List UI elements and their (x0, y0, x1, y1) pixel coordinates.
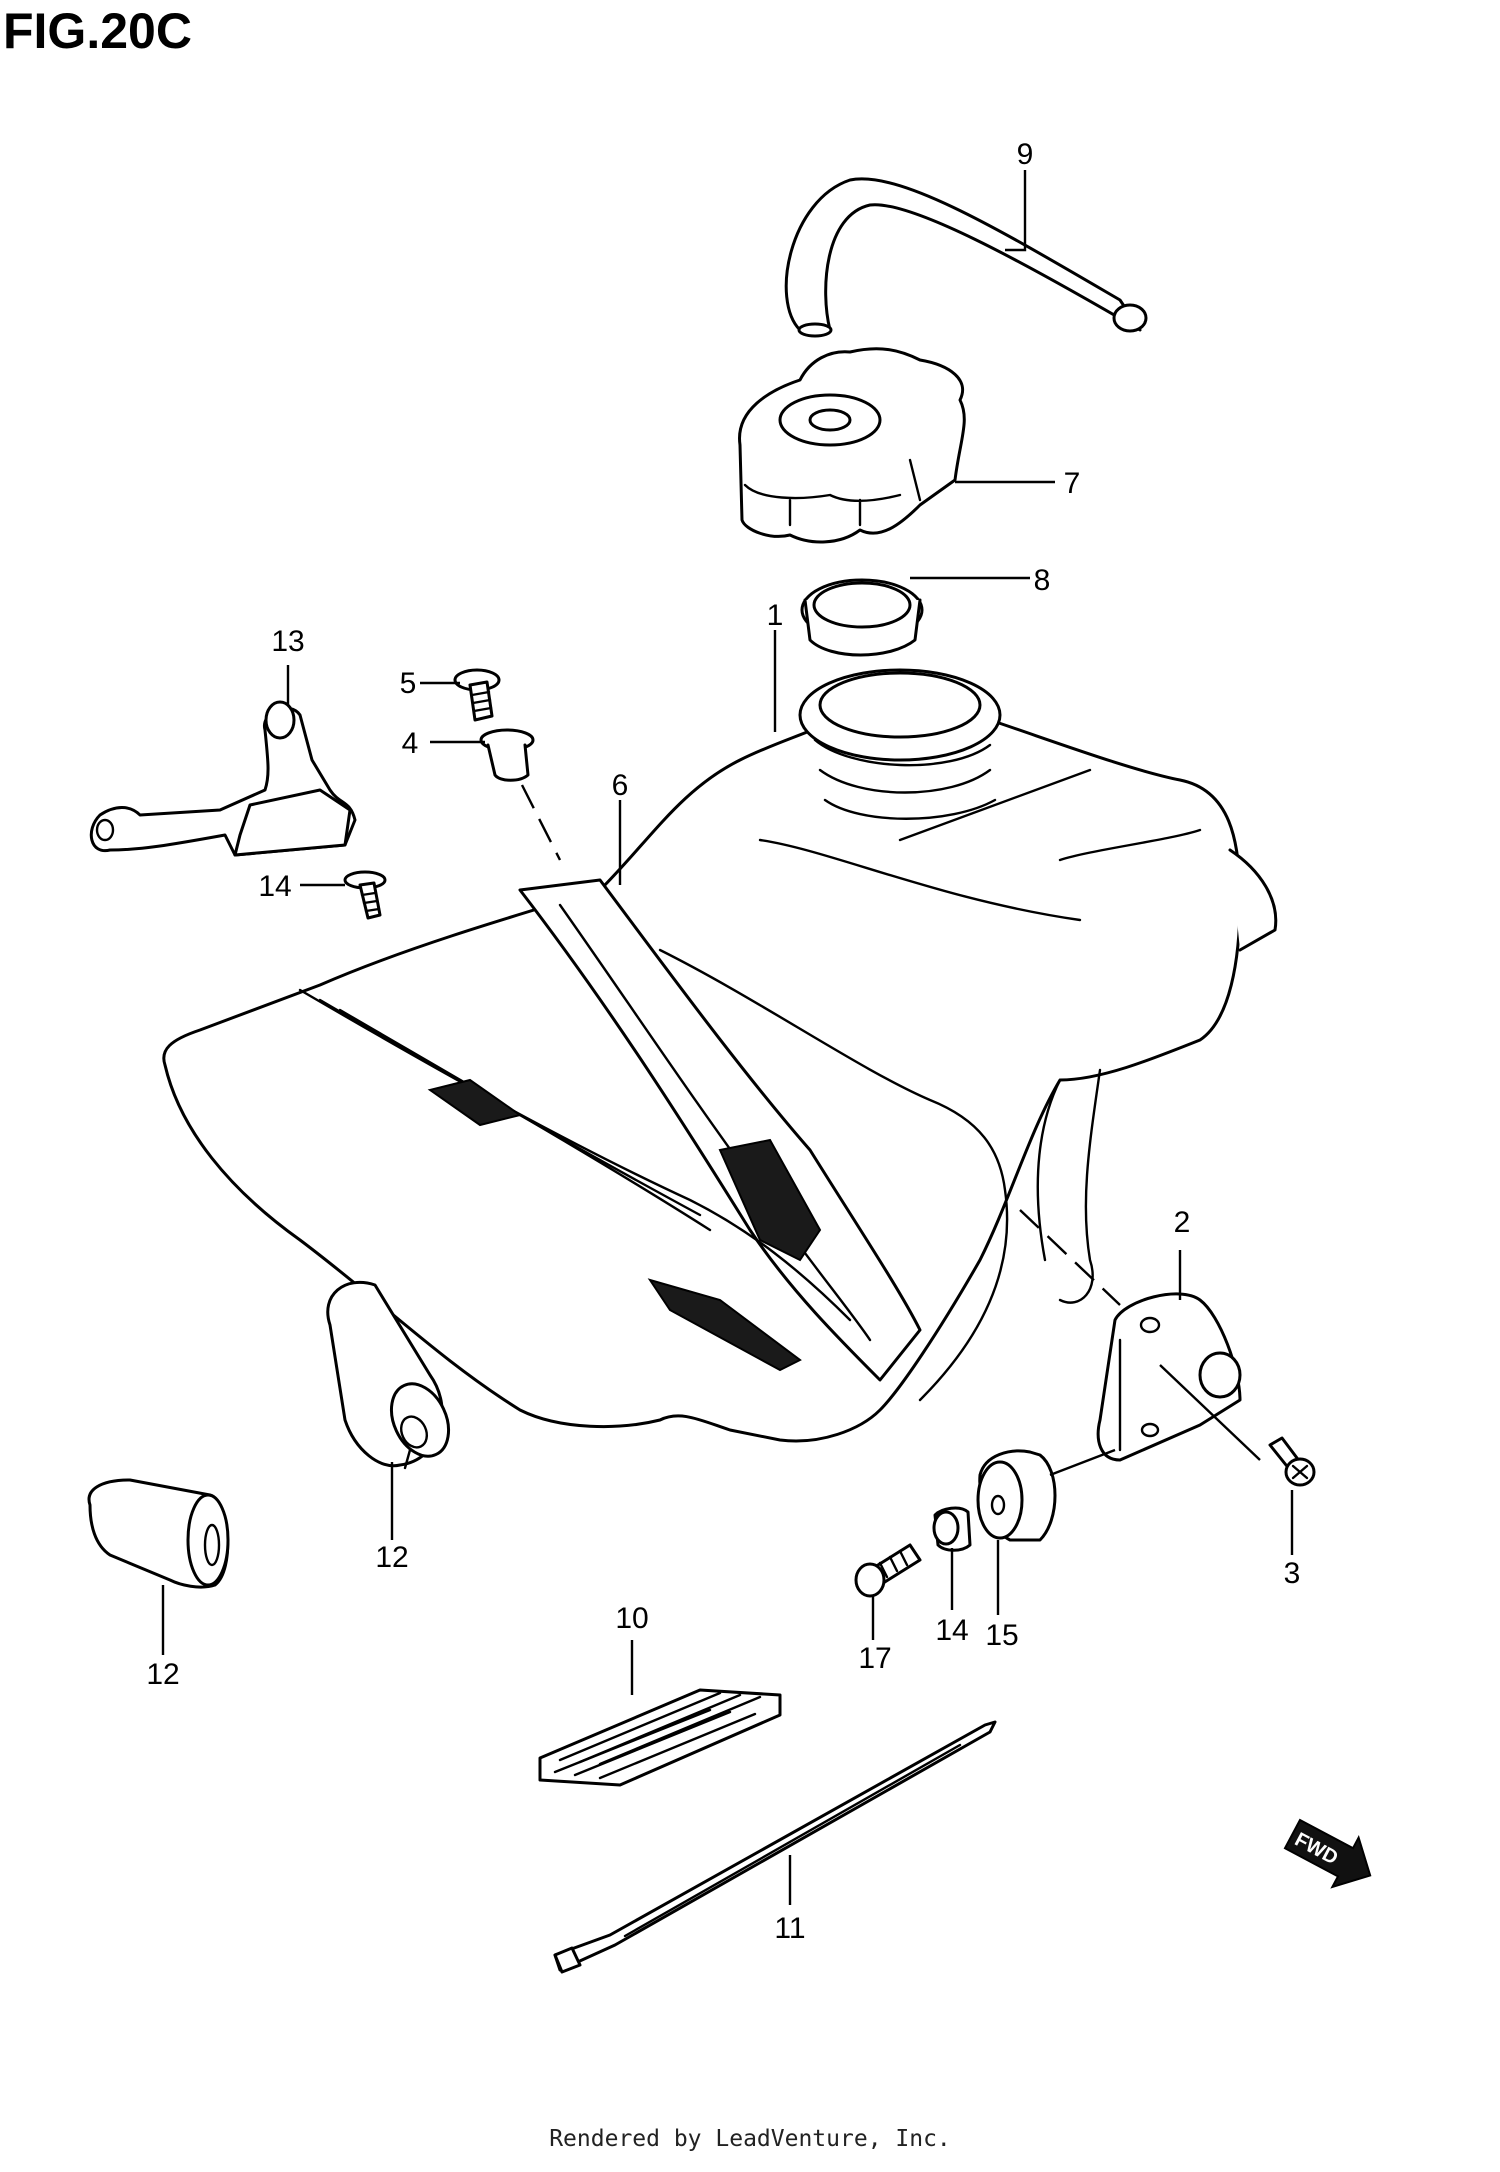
callout-2: 2 (1174, 1206, 1191, 1239)
damper-16 (976, 1449, 1057, 1542)
screw-3-guide (1159, 1364, 1261, 1461)
callout-13: 13 (271, 625, 304, 658)
tank-decal (298, 878, 922, 1382)
callout-14: 14 (258, 870, 291, 903)
callout-3: 3 (1284, 1557, 1301, 1590)
fwd-arrow-icon: FWD (1283, 1818, 1372, 1889)
callout-8: 8 (1034, 564, 1051, 597)
mount-bracket-2 (1096, 1292, 1242, 1462)
callout-7: 7 (1064, 467, 1081, 500)
bolt-5 (453, 668, 501, 722)
callout-12-upper: 12 (375, 1541, 408, 1574)
callout-6: 6 (612, 769, 629, 802)
screw-3 (1268, 1436, 1316, 1487)
cap-gasket (800, 578, 924, 657)
collar-guide-line (520, 784, 562, 861)
fuel-cap (738, 347, 966, 544)
cushion-12-upper (326, 1280, 451, 1470)
spacer-15 (932, 1506, 972, 1552)
vent-hose (784, 177, 1148, 338)
figure-title: FIG.20C (3, 3, 192, 59)
collar-4 (479, 728, 535, 782)
callout-15: 14 (935, 1614, 968, 1647)
callout-17: 17 (858, 1642, 891, 1675)
callout-10: 10 (615, 1602, 648, 1635)
bolt-17 (854, 1543, 922, 1598)
damper-guide (1049, 1448, 1116, 1477)
screw-14 (343, 870, 387, 920)
callout-4: 4 (402, 727, 419, 760)
cable-tie-11 (553, 1720, 997, 1974)
cushion-12-lower (87, 1478, 230, 1589)
footer-credit: Rendered by LeadVenture, Inc. (549, 2126, 951, 2152)
callout-5: 5 (400, 667, 417, 700)
bracket-guide-line (1019, 1209, 1121, 1306)
cable-bracket-13 (89, 700, 357, 857)
callout-16: 15 (985, 1619, 1018, 1652)
callout-1: 1 (767, 599, 784, 632)
cushion-pad-10 (538, 1688, 782, 1787)
callout-11: 11 (774, 1912, 805, 1945)
callout-9: 9 (1017, 138, 1034, 171)
callout-12-lower: 12 (146, 1658, 179, 1691)
leader-lines (161, 170, 1294, 1905)
fuel-tank (162, 668, 1278, 1443)
